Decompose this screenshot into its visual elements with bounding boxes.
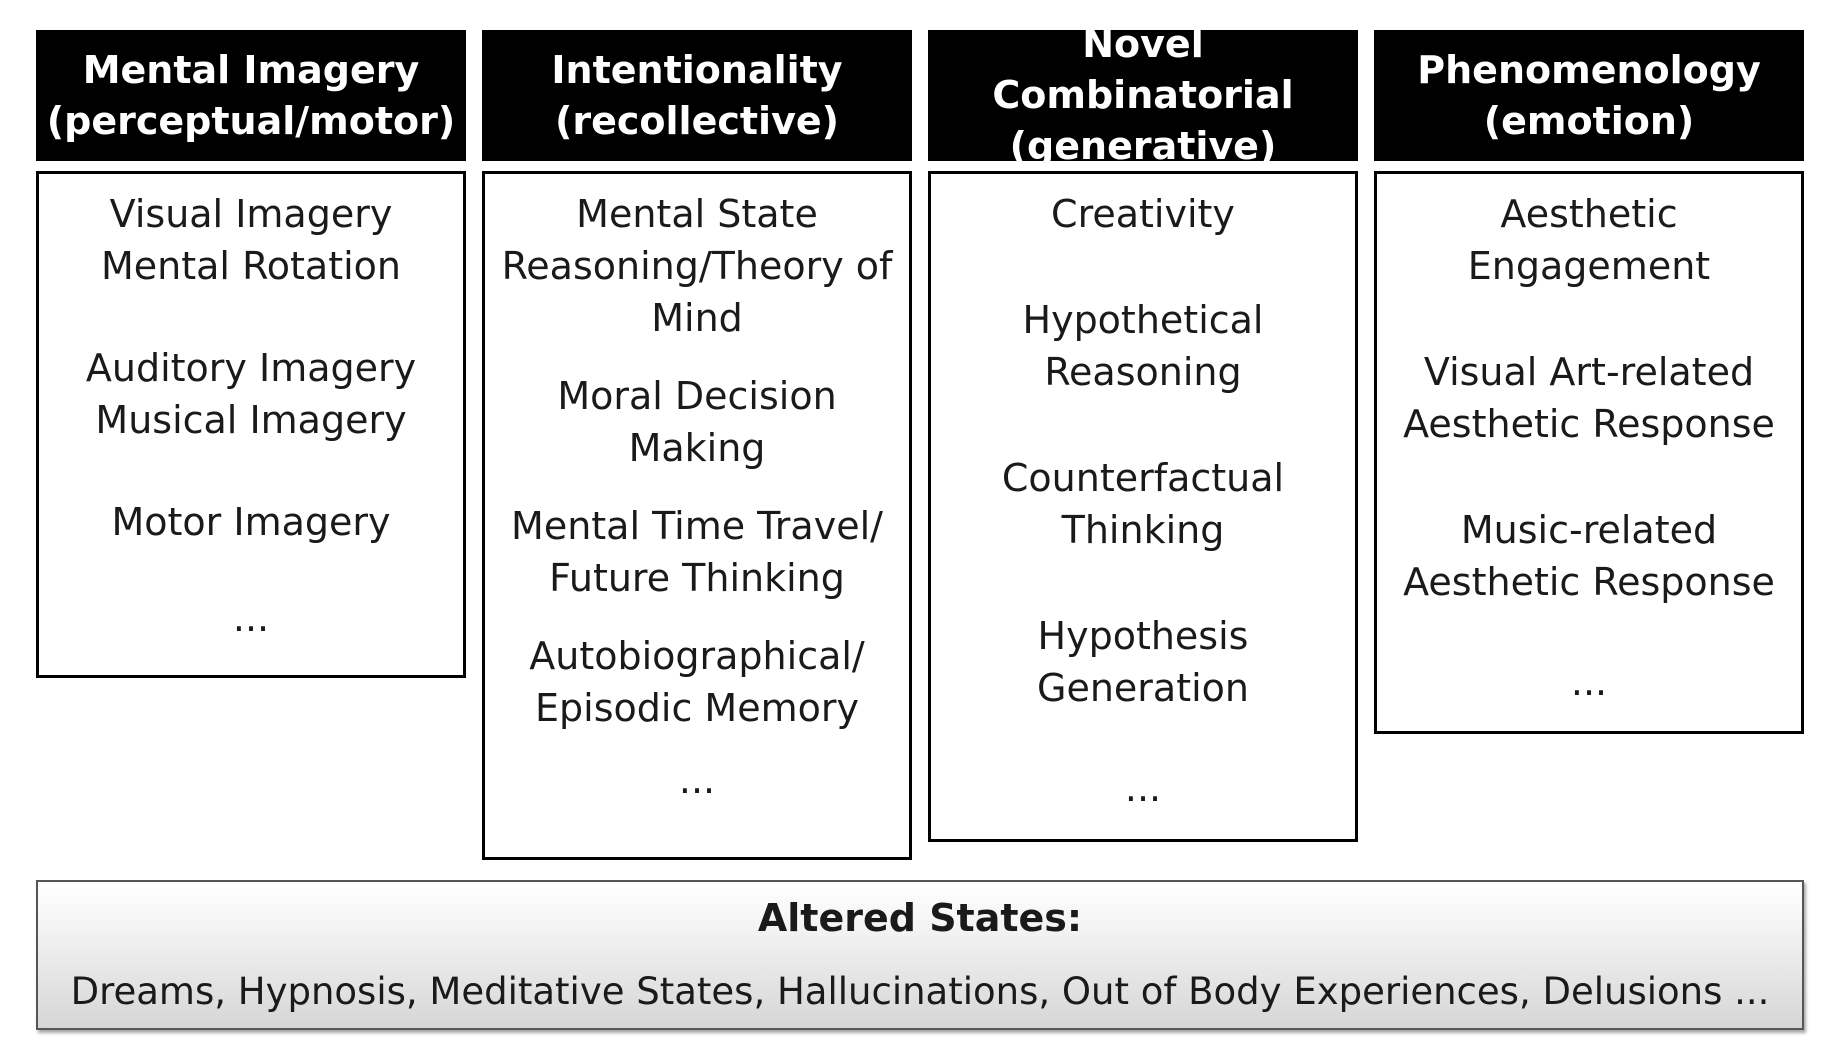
list-item: Motor Imagery [111,496,390,548]
list-item: Mental State Reasoning/Theory of Mind [502,188,893,344]
list-item: Creativity [1051,188,1235,240]
item-line: Music-related [1460,508,1718,552]
column-box-intentionality: Mental State Reasoning/Theory of Mind Mo… [482,171,912,860]
column-box-phenomenology: Aesthetic Engagement Visual Art-related … [1374,171,1804,734]
altered-states-panel: Altered States: Dreams, Hypnosis, Medita… [36,880,1804,1030]
column-subtitle: (emotion) [1483,98,1695,143]
item-line: Aesthetic Response [1403,402,1775,446]
list-item: Mental Time Travel/ Future Thinking [511,500,883,604]
item-line: Thinking [1061,508,1225,552]
list-item: Visual Art-related Aesthetic Response [1403,346,1775,450]
list-item: Music-related Aesthetic Response [1403,504,1775,608]
column-subtitle: (generative) [1009,124,1277,168]
list-item: Visual Imagery Mental Rotation [101,188,401,292]
list-item: Hypothesis Generation [1037,610,1249,714]
item-line: Hypothesis [1037,614,1249,658]
item-line: Auditory Imagery [85,346,417,390]
column-title: Intentionality [551,47,843,92]
item-line: Motor Imagery [111,500,391,544]
item-line: Reasoning/Theory of [501,244,893,288]
ellipsis: ... [1124,766,1162,810]
item-line: Moral Decision [557,374,837,418]
item-line: Mind [651,296,743,340]
list-item: Moral Decision Making [557,370,836,474]
column-header-mental-imagery: Mental Imagery (perceptual/motor) [36,30,466,161]
item-line: Autobiographical/ [529,634,865,678]
item-line: Generation [1037,666,1249,710]
item-line: Visual Art-related [1423,350,1755,394]
column-subtitle: (recollective) [555,98,839,143]
column-title: Mental Imagery [82,47,420,92]
item-line: Mental State [576,192,818,236]
item-line: Episodic Memory [535,686,859,730]
item-line: Aesthetic Response [1403,560,1775,604]
column-title: Novel Combinatorial [992,22,1294,117]
list-item: Counterfactual Thinking [1002,452,1284,556]
list-item: Aesthetic Engagement [1468,188,1710,292]
item-line: Creativity [1051,192,1235,236]
item-line: Mental Rotation [101,244,401,288]
item-line: Musical Imagery [95,398,407,442]
ellipsis: ... [678,758,716,802]
list-item: Auditory Imagery Musical Imagery [86,342,416,446]
ellipsis: ... [1570,660,1608,704]
column-header-novel-combinatorial: Novel Combinatorial (generative) [928,22,1358,168]
item-line: Counterfactual [1001,456,1285,500]
ellipsis: ... [232,596,270,640]
list-item: Hypothetical Reasoning [1023,294,1264,398]
column-header-phenomenology: Phenomenology (emotion) [1374,30,1804,161]
list-item: Autobiographical/ Episodic Memory [529,630,865,734]
altered-states-list: Dreams, Hypnosis, Meditative States, Hal… [70,970,1770,1013]
item-line: Reasoning [1044,350,1242,394]
item-line: Hypothetical [1022,298,1264,342]
item-line: Mental Time Travel/ [511,504,883,548]
item-line: Making [628,426,766,470]
altered-states-title: Altered States: [757,896,1083,940]
column-box-mental-imagery: Visual Imagery Mental Rotation Auditory … [36,171,466,678]
item-line: Engagement [1467,244,1711,288]
item-line: Visual Imagery [109,192,393,236]
item-line: Aesthetic [1500,192,1678,236]
column-box-novel-combinatorial: Creativity Hypothetical Reasoning Counte… [928,171,1358,842]
column-header-intentionality: Intentionality (recollective) [482,30,912,161]
column-subtitle: (perceptual/motor) [46,98,456,143]
column-title: Phenomenology [1417,47,1761,92]
item-line: Future Thinking [549,556,845,600]
